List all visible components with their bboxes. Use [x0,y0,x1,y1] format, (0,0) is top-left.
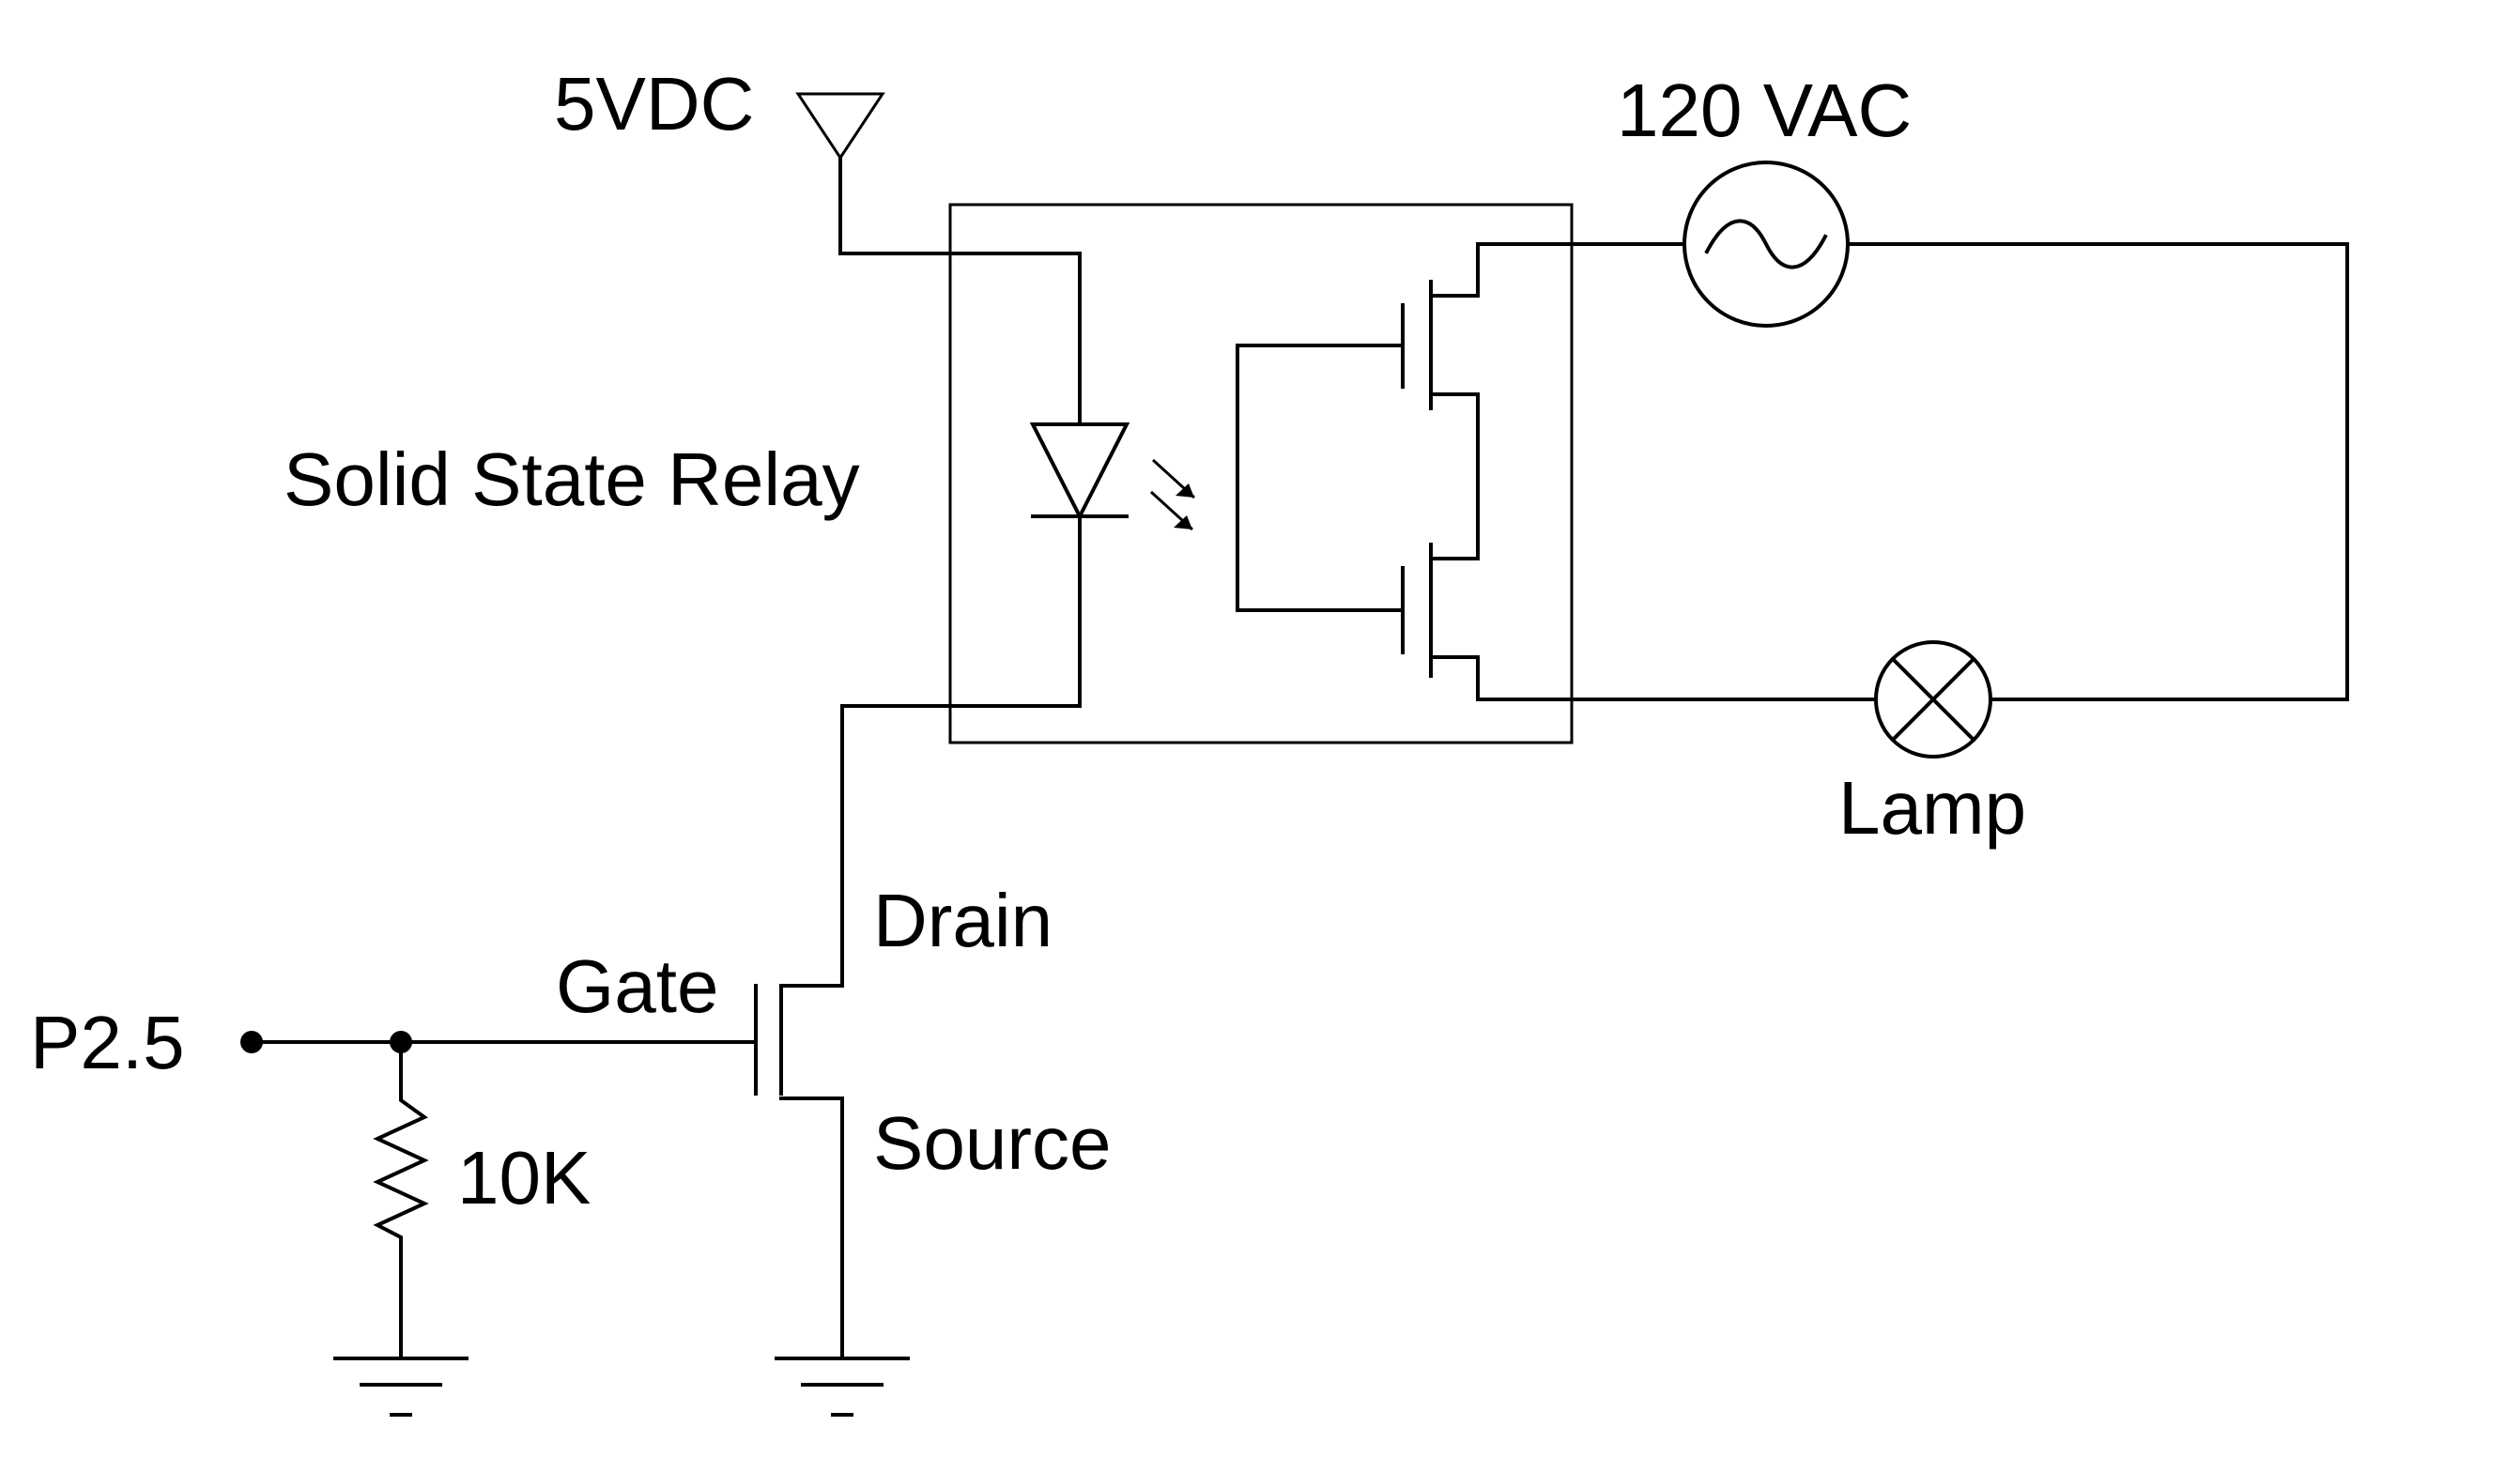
switching-mosfet: Drain Gate Source [556,879,1111,1360]
supply-5vdc: 5VDC [554,62,885,161]
lamp: Lamp [1838,640,2026,850]
ac-source-icon [1683,161,1850,328]
relay-output-mosfets [1236,242,1480,701]
relay-box [948,203,1574,744]
ground-icon [775,1357,910,1417]
resistor-icon [373,1040,429,1360]
pulldown-resistor: 10K [373,1040,591,1360]
source-label: Source [873,1101,1111,1185]
supply-wire [838,156,1082,426]
lamp-icon [1874,640,1992,759]
led-return-wire [840,514,1082,988]
gate-label: Gate [556,944,718,1028]
resistor-label: 10K [457,1136,591,1219]
lamp-label: Lamp [1838,766,2026,850]
ground-icon [333,1357,469,1417]
input-pin-label: P2.5 [30,1001,185,1084]
supply-label: 5VDC [554,62,754,146]
led-diode-icon [1029,422,1196,531]
supply-triangle-icon [795,92,885,161]
ac-top-wire-right [1846,242,2349,701]
input-terminal-dot [240,1031,263,1053]
relay-label: Solid State Relay [284,437,860,521]
ac-source: 120 VAC [1617,69,1912,328]
ac-source-label: 120 VAC [1617,69,1912,152]
drain-label: Drain [873,879,1053,962]
